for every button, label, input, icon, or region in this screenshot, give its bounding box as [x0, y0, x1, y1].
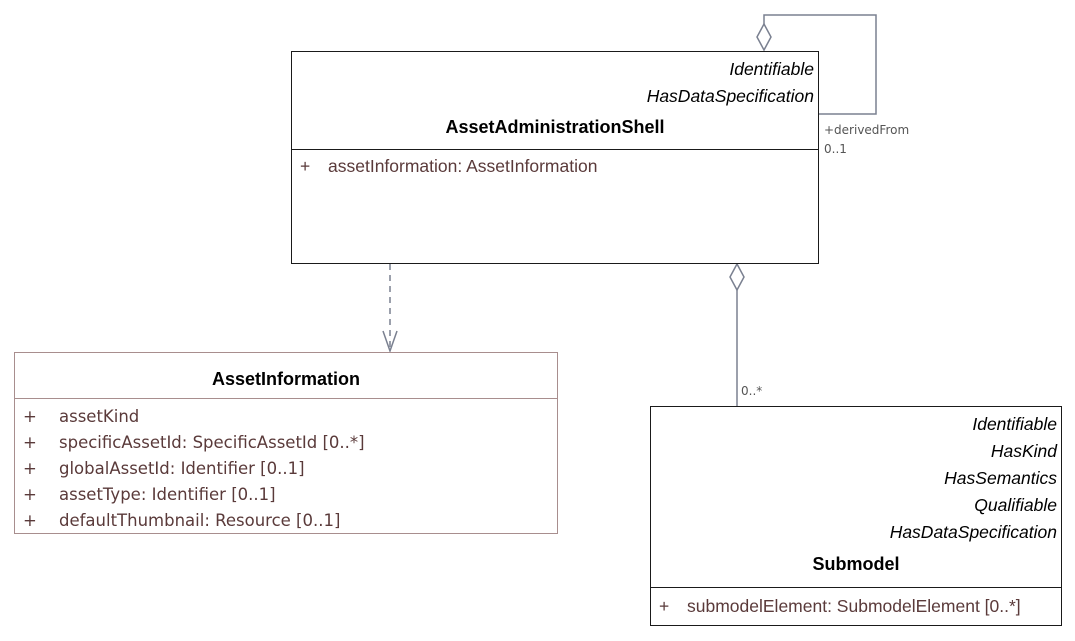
asset-information-attribute: + specificAssetId: SpecificAssetId [0..*] — [15, 430, 557, 456]
submodel-class-name: Submodel — [812, 554, 900, 574]
attribute-visibility: + — [300, 156, 311, 176]
submodel-class[interactable]: Identifiable HasKind HasSemantics Qualif… — [650, 406, 1062, 626]
derived-from-multiplicity-label: 0..1 — [824, 142, 847, 156]
asset-information-dependency-arrowhead — [382, 330, 398, 354]
attribute-text: globalAssetId: Identifier [0..1] — [59, 459, 305, 478]
asset-information-attribute: + defaultThumbnail: Resource [0..1] — [15, 508, 557, 534]
attribute-text: submodelElement: SubmodelElement [0..*] — [687, 596, 1021, 616]
asset-information-attribute: + globalAssetId: Identifier [0..1] — [15, 456, 557, 482]
asset-administration-shell-class[interactable]: Identifiable HasDataSpecification AssetA… — [291, 51, 819, 264]
submodel-stereotype: Identifiable — [972, 414, 1057, 434]
attribute-visibility: + — [659, 596, 670, 616]
asset-information-attribute-compartment: + assetKind + specificAssetId: SpecificAss… — [15, 398, 557, 534]
submodel-attribute-compartment: + submodelElement: SubmodelElement [0..*… — [651, 587, 1061, 619]
submodel-stereotype: HasDataSpecification — [889, 522, 1057, 542]
submodel-multiplicity-label: 0..* — [741, 384, 763, 398]
submodel-aggregation-diamond — [729, 262, 745, 292]
asset-information-attribute: + assetKind — [15, 404, 557, 430]
attribute-text: defaultThumbnail: Resource [0..1] — [59, 511, 341, 530]
derived-from-role-label: +derivedFrom — [824, 123, 910, 137]
submodel-attribute: + submodelElement: SubmodelElement [0..*… — [651, 593, 1061, 619]
asset-information-class[interactable]: AssetInformation + assetKind + specificAss… — [14, 352, 558, 534]
attribute-visibility: + — [23, 485, 37, 504]
submodel-stereotype: Qualifiable — [974, 495, 1057, 515]
submodel-stereotype: HasKind — [990, 441, 1057, 461]
aas-stereotype: Identifiable — [729, 59, 814, 79]
submodel-class-header: Identifiable HasKind HasSemantics Qualif… — [651, 407, 1061, 587]
attribute-text: assetKind — [59, 407, 140, 426]
aas-class-header: Identifiable HasDataSpecification AssetA… — [292, 52, 818, 149]
attribute-text: assetInformation: AssetInformation — [328, 156, 598, 176]
submodel-stereotype: HasSemantics — [944, 468, 1057, 488]
attribute-visibility: + — [23, 511, 37, 530]
derived-from-connector — [763, 14, 877, 115]
asset-information-class-header: AssetInformation — [15, 353, 557, 398]
aas-stereotype: HasDataSpecification — [646, 86, 814, 106]
attribute-visibility: + — [23, 407, 37, 426]
asset-information-attribute: + assetType: Identifier [0..1] — [15, 482, 557, 508]
attribute-text: assetType: Identifier [0..1] — [59, 485, 276, 504]
aas-attribute-compartment: + assetInformation: AssetInformation — [292, 149, 818, 179]
attribute-visibility: + — [23, 433, 37, 452]
derived-from-aggregation-diamond — [756, 22, 772, 52]
attribute-text: specificAssetId: SpecificAssetId [0..*] — [59, 433, 365, 452]
attribute-visibility: + — [23, 459, 37, 478]
asset-information-class-name: AssetInformation — [211, 369, 361, 389]
aas-class-name: AssetAdministrationShell — [445, 117, 665, 137]
aas-attribute: + assetInformation: AssetInformation — [292, 153, 818, 179]
